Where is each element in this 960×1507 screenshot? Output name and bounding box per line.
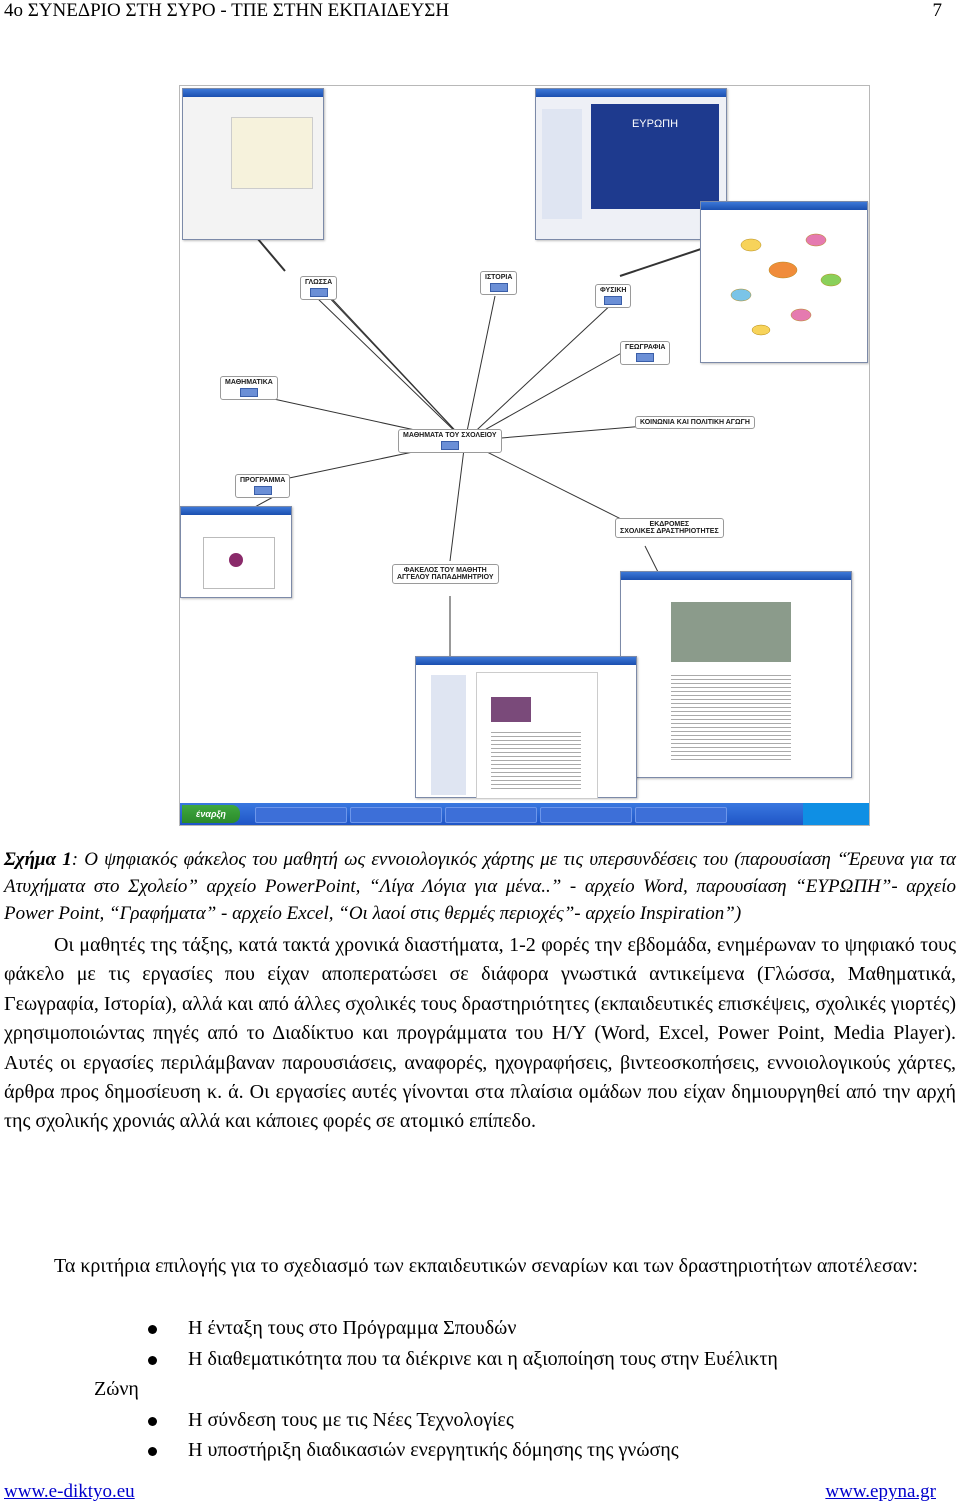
taskbar-task[interactable] [540,807,632,823]
node-geografia: ΓΕΩΓΡΑΦΙΑ [620,341,671,365]
word-window-right [620,571,852,778]
figure-caption: Σχήμα 1: Ο ψηφιακός φάκελος του μαθητή ω… [4,846,956,927]
list-item: Η σύνδεση τους με τις Νέες Τεχνολογίες [4,1405,956,1436]
figure-label: Σχήμα 1 [4,849,72,870]
body-paragraph-2: Τα κριτήρια επιλογής για το σχεδιασμό τω… [54,1255,918,1277]
windows-taskbar: έναρξη [180,803,869,825]
taskbar-task[interactable] [350,807,442,823]
powerpoint-window-left [182,88,324,240]
taskbar-task[interactable] [255,807,347,823]
word-window-left [415,656,637,799]
start-button[interactable]: έναρξη [182,805,240,823]
header-title: 4ο ΣΥΝΕΔΡΙΟ ΣΤΗ ΣΥΡΟ - ΤΠΕ ΣΤΗΝ ΕΚΠΑΙΔΕΥ… [4,0,450,21]
taskbar-task[interactable] [445,807,537,823]
page-header: 4ο ΣΥΝΕΔΡΙΟ ΣΤΗ ΣΥΡΟ - ΤΠΕ ΣΤΗΝ ΕΚΠΑΙΔΕΥ… [4,0,942,26]
node-fysiki: ΦΥΣΙΚΗ [595,284,632,308]
footer-link-right[interactable]: www.epyna.gr [825,1481,936,1502]
footer-link-left[interactable]: www.e-diktyo.eu [4,1481,135,1502]
list-item: Η διαθεματικότητα που τα διέκρινε και η … [4,1344,956,1405]
powerpoint-window-europe: ΕΥΡΩΠΗ [535,88,727,240]
node-mathimatika: ΜΑΘΗΜΑΤΙΚΑ [220,376,278,400]
inspiration-window [700,201,868,363]
list-item: Η ένταξη τους στο Πρόγραμμα Σπουδών [4,1313,956,1344]
node-center: ΜΑΘΗΜΑΤΑ ΤΟΥ ΣΧΟΛΕΙΟΥ [398,429,502,453]
concept-map-screenshot: ΕΥΡΩΠΗ [179,85,870,826]
excel-window [180,506,292,598]
criteria-list: Η ένταξη τους στο Πρόγραμμα Σπουδών Η δι… [4,1313,956,1466]
node-istoria: ΙΣΤΟΡΙΑ [480,271,518,295]
body-paragraph-1: Οι μαθητές της τάξης, κατά τακτά χρονικά… [4,934,956,1133]
inspiration-diagram [730,233,842,336]
caption-text: : Ο ψηφιακός φάκελος του μαθητή ως εννοι… [4,849,956,924]
list-item: Η υποστήριξη διαδικασιών ενεργητικής δόμ… [4,1435,956,1466]
page-number: 7 [932,0,943,21]
slide-title: ΕΥΡΩΠΗ [631,118,679,130]
node-glossa: ΓΛΩΣΣΑ [300,276,338,300]
node-programma: ΠΡΟΓΡΑΜΜΑ [235,474,291,498]
system-tray [803,803,869,825]
node-kinonia: ΚΟΙΝΩΝΙΑ ΚΑΙ ΠΟΛΙΤΙΚΗ ΑΓΩΓΗ [635,416,755,429]
taskbar-task[interactable] [635,807,727,823]
list-item-continuation: Ζώνη [94,1378,139,1400]
